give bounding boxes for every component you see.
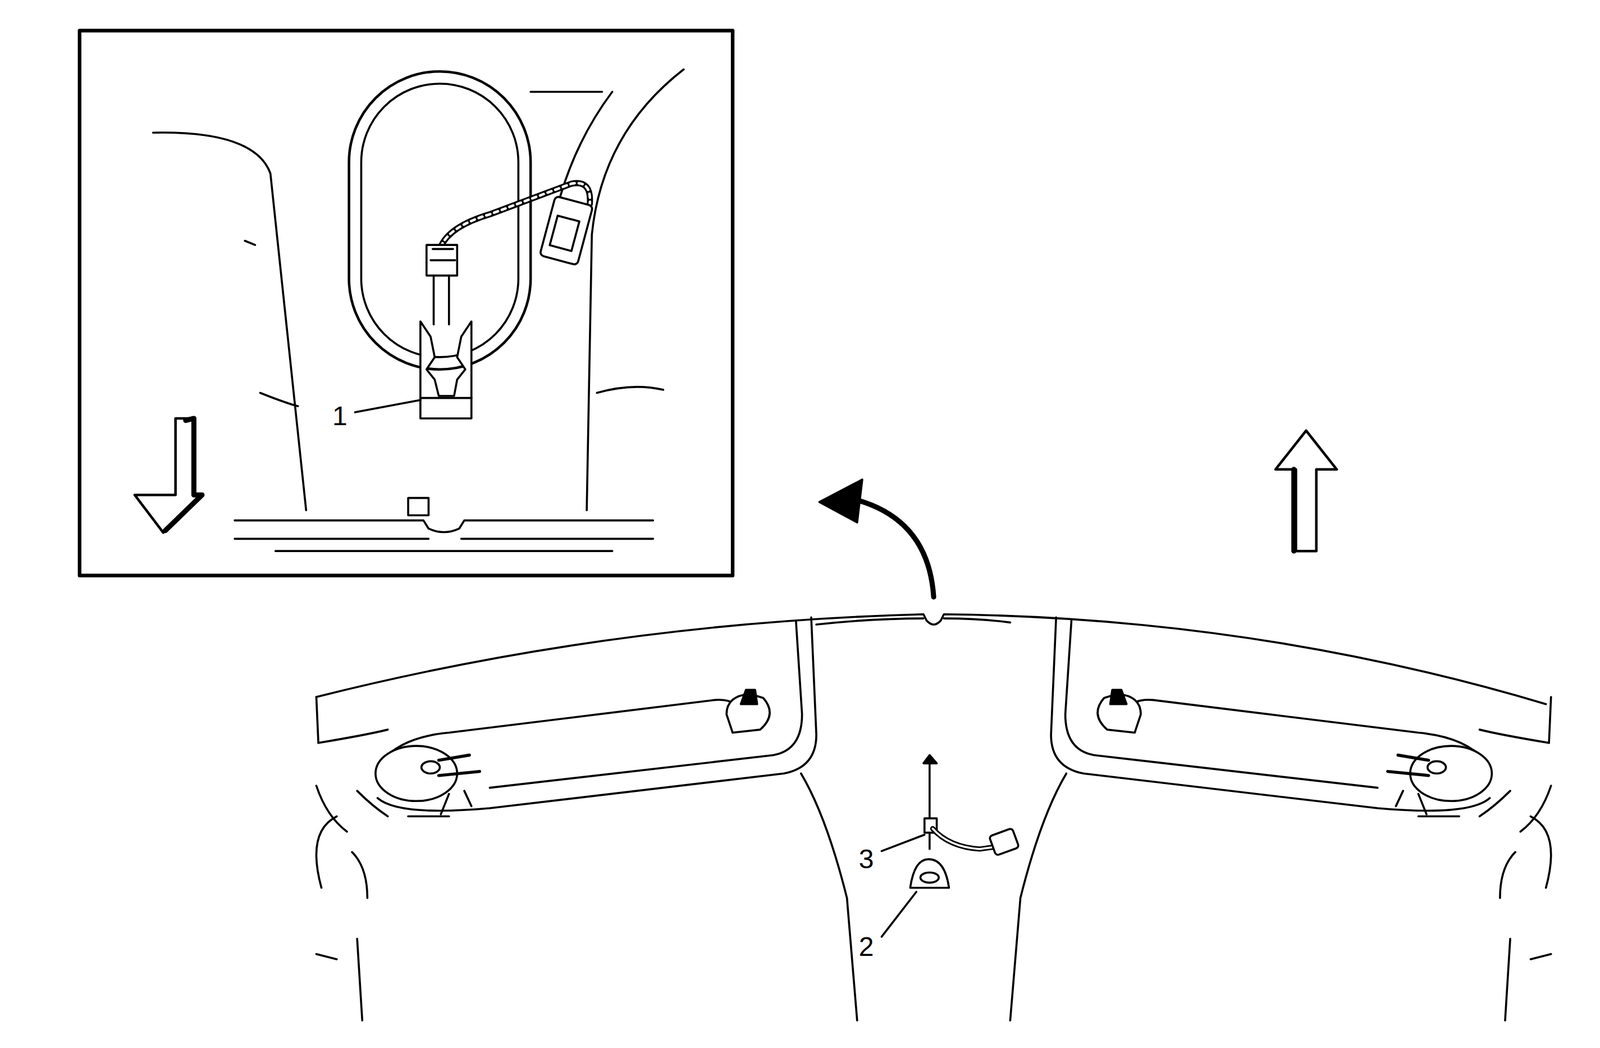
leader-line: [881, 891, 917, 937]
leader-line: [355, 399, 421, 413]
leader-line: [881, 834, 925, 851]
inset-frame: [79, 30, 733, 576]
callout-number: 3: [857, 845, 876, 873]
callout-number: 1: [331, 402, 349, 430]
callout-number: 2: [857, 933, 876, 960]
